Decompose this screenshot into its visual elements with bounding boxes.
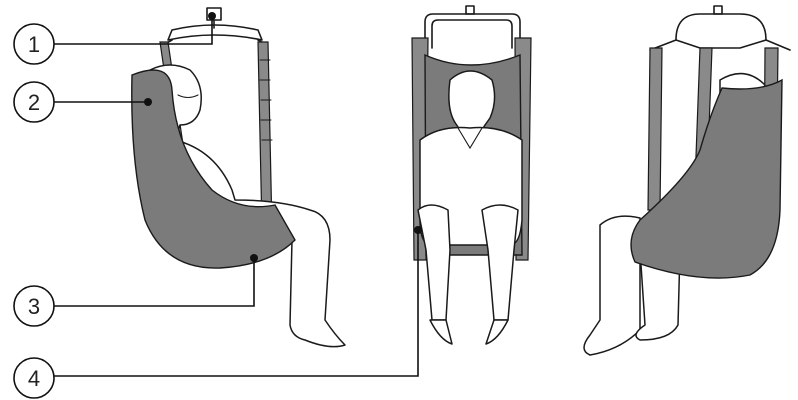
callout-4-dot — [414, 226, 422, 234]
back-spreader-bar — [650, 6, 790, 50]
front-view — [412, 6, 531, 344]
callout-2-dot — [144, 98, 152, 106]
callout-1-leader — [54, 18, 212, 44]
callout-4-number: 4 — [28, 366, 40, 391]
back-left-strap — [648, 48, 662, 210]
callout-3-dot — [250, 254, 258, 262]
callout-1-number: 1 — [28, 32, 40, 57]
callout-2-number: 2 — [28, 90, 40, 115]
callout-1: 1 — [14, 12, 216, 64]
back-view — [584, 6, 790, 355]
front-spreader-bar — [425, 6, 520, 48]
callout-1-dot — [208, 12, 216, 20]
side-view — [132, 8, 345, 347]
callout-3-number: 3 — [28, 294, 40, 319]
